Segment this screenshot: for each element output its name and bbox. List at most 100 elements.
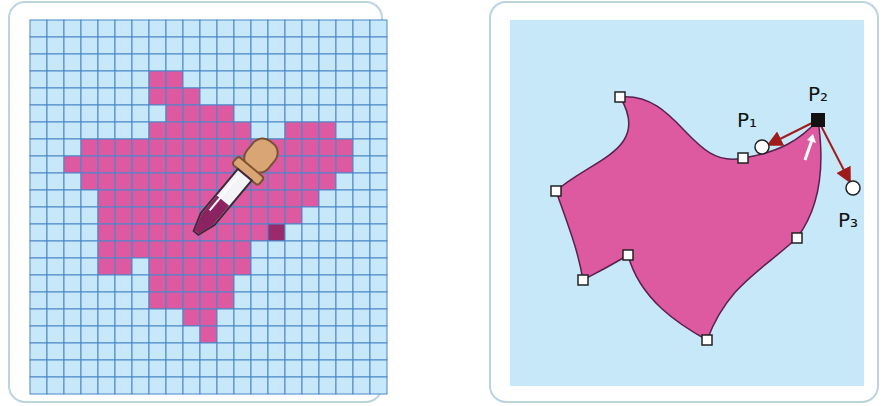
pixel xyxy=(251,258,268,275)
pixel xyxy=(47,88,64,105)
pixel xyxy=(370,241,387,258)
pixel xyxy=(183,377,200,394)
pixel xyxy=(166,37,183,54)
pixel xyxy=(234,241,251,258)
pixel xyxy=(353,156,370,173)
pixel xyxy=(115,258,132,275)
pixel xyxy=(251,71,268,88)
pixel xyxy=(149,37,166,54)
pixel xyxy=(149,190,166,207)
pixel xyxy=(370,105,387,122)
pixel xyxy=(64,190,81,207)
pixel xyxy=(64,258,81,275)
pixel xyxy=(132,139,149,156)
pixel xyxy=(30,224,47,241)
pixel xyxy=(217,360,234,377)
pixel xyxy=(166,139,183,156)
pixel xyxy=(251,377,268,394)
pixel xyxy=(200,122,217,139)
pixel xyxy=(98,139,115,156)
pixel xyxy=(370,190,387,207)
pixel xyxy=(370,71,387,88)
pixel xyxy=(149,122,166,139)
pixel xyxy=(200,292,217,309)
pixel xyxy=(98,326,115,343)
pixel xyxy=(285,292,302,309)
pixel xyxy=(217,292,234,309)
pixel xyxy=(319,54,336,71)
pixel xyxy=(336,309,353,326)
pixel xyxy=(319,37,336,54)
pixel xyxy=(336,54,353,71)
pixel xyxy=(302,37,319,54)
pixel xyxy=(47,71,64,88)
pixel xyxy=(302,139,319,156)
pixel xyxy=(115,156,132,173)
pixel xyxy=(64,20,81,37)
pixel xyxy=(132,309,149,326)
pixel xyxy=(81,292,98,309)
pixel xyxy=(81,156,98,173)
pixel xyxy=(81,173,98,190)
pixel xyxy=(30,54,47,71)
pixel xyxy=(285,258,302,275)
pixel xyxy=(251,360,268,377)
pixel xyxy=(166,343,183,360)
pixel xyxy=(30,173,47,190)
pixel xyxy=(81,258,98,275)
canvas-ground xyxy=(510,20,864,386)
pixel xyxy=(166,241,183,258)
pixel xyxy=(183,360,200,377)
pixel xyxy=(98,377,115,394)
pixel xyxy=(200,54,217,71)
drag-arrow-head xyxy=(807,134,816,143)
pixel xyxy=(98,105,115,122)
pixel xyxy=(268,173,285,190)
pixel xyxy=(251,275,268,292)
pixel xyxy=(370,309,387,326)
pixel xyxy=(47,292,64,309)
pixel xyxy=(200,360,217,377)
pixel xyxy=(200,326,217,343)
pixel xyxy=(115,224,132,241)
pixel xyxy=(200,275,217,292)
pixel xyxy=(353,326,370,343)
pixel xyxy=(234,326,251,343)
pixel xyxy=(319,190,336,207)
pixel xyxy=(115,88,132,105)
pixel xyxy=(353,139,370,156)
pixel xyxy=(370,292,387,309)
pixel xyxy=(370,139,387,156)
pixel xyxy=(336,20,353,37)
pixel xyxy=(302,292,319,309)
pixel xyxy=(336,360,353,377)
pixel xyxy=(285,71,302,88)
pixel xyxy=(30,88,47,105)
pixel xyxy=(319,71,336,88)
pixel xyxy=(115,326,132,343)
pixel xyxy=(64,71,81,88)
pixel xyxy=(353,275,370,292)
pixel xyxy=(115,309,132,326)
pixel xyxy=(166,122,183,139)
pixel xyxy=(234,122,251,139)
eyedropper xyxy=(183,132,285,244)
pixel xyxy=(149,258,166,275)
pixel xyxy=(183,343,200,360)
pixel xyxy=(217,275,234,292)
pixel xyxy=(285,275,302,292)
pixel xyxy=(251,207,268,224)
pixel xyxy=(336,156,353,173)
pixel xyxy=(47,156,64,173)
pixel xyxy=(149,377,166,394)
pixel xyxy=(64,139,81,156)
pixel xyxy=(132,190,149,207)
pixel xyxy=(251,292,268,309)
pixel xyxy=(30,139,47,156)
pixel xyxy=(268,343,285,360)
pixel xyxy=(30,377,47,394)
pixel xyxy=(302,360,319,377)
pixel xyxy=(132,173,149,190)
pixel xyxy=(200,173,217,190)
pixel xyxy=(285,54,302,71)
